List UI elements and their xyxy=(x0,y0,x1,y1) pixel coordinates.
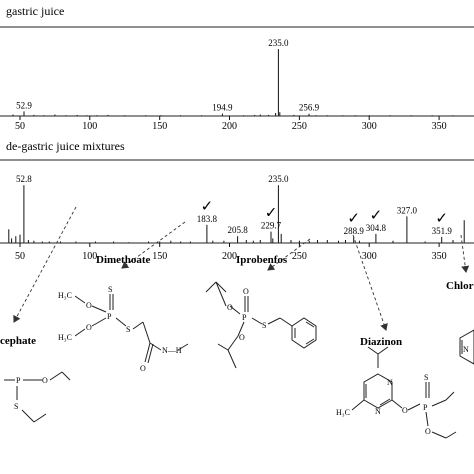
tick-label: 300 xyxy=(362,251,377,262)
checkmark-icon: ✓ xyxy=(265,206,278,222)
atom-label: P xyxy=(242,313,247,322)
arrow-chlorpyrifos xyxy=(460,234,470,273)
peak-label: 205.8 xyxy=(227,225,248,235)
atom-label: O xyxy=(239,333,245,342)
peak-label: 256.9 xyxy=(299,103,320,113)
checkmark-icon: ✓ xyxy=(347,211,360,227)
compound-name-dimethoate: Dimethoate xyxy=(96,254,150,266)
tick-label: 250 xyxy=(292,251,307,262)
tick-label: 350 xyxy=(432,251,447,262)
compound-name-diazinon: Diazinon xyxy=(360,336,402,348)
structure-chlorpyrifos xyxy=(459,329,474,365)
tick-label: 300 xyxy=(362,121,377,132)
spectrum2-peak-labels: 52.8 183.8 205.8 229.7 235.0 288.9 304.8… xyxy=(16,174,452,236)
tick-label: 200 xyxy=(222,251,237,262)
atom-label: N—H xyxy=(162,346,182,355)
peak-label: 229.7 xyxy=(261,221,282,231)
checkmark-icon: ✓ xyxy=(370,208,383,224)
tick-label: 100 xyxy=(82,121,97,132)
checkmark-icon: ✓ xyxy=(435,211,448,227)
spectrum1-tick-labels: 50 100 150 200 250 300 350 xyxy=(15,121,447,132)
atom-label: O xyxy=(86,301,92,310)
spectrum1-title: gastric juice xyxy=(6,4,64,18)
compound-name-iprobenfos: Iprobenfos xyxy=(236,254,288,266)
compound-name-chlorpyrifos: Chlor xyxy=(446,280,474,292)
tick-label: 100 xyxy=(82,251,97,262)
tick-label: 50 xyxy=(15,251,25,262)
spectrum1-peaks xyxy=(12,49,454,116)
spectrum2-tick-labels: 50 100 150 200 250 300 350 xyxy=(15,251,447,262)
spectrum2-checkmarks: ✓ ✓ ✓ ✓ ✓ xyxy=(201,199,448,227)
arrow-acephate xyxy=(13,206,77,323)
atom-label: S xyxy=(424,373,428,382)
tick-label: 150 xyxy=(152,121,167,132)
peak-label: 327.0 xyxy=(397,205,418,215)
tick-label: 150 xyxy=(152,251,167,262)
atom-label: O xyxy=(140,364,146,373)
atom-label: P xyxy=(423,403,428,412)
arrow-dimethoate xyxy=(121,221,186,269)
atom-label: O xyxy=(227,303,233,312)
atom-label: O xyxy=(86,323,92,332)
tick-label: 350 xyxy=(432,121,447,132)
atom-label: H₃C xyxy=(336,408,350,417)
atom-label: O xyxy=(402,406,408,415)
peak-label: 52.8 xyxy=(16,174,32,184)
structure-iprobenfos xyxy=(205,281,317,369)
peak-label: 52.9 xyxy=(16,100,32,110)
arrow-diazinon xyxy=(352,234,388,331)
atom-label: H₃C xyxy=(58,291,72,300)
spectrum2-title: de-gastric juice mixtures xyxy=(6,139,125,153)
spectrum2-ticks xyxy=(19,243,440,247)
structure-dimethoate xyxy=(74,294,189,364)
atom-label: S xyxy=(14,402,18,411)
atom-label: S xyxy=(126,325,130,334)
peak-label: 235.0 xyxy=(268,38,289,48)
atom-label: H₃C xyxy=(58,333,72,342)
atom-label: S xyxy=(108,285,112,294)
peak-label: 288.9 xyxy=(344,226,365,236)
atom-label: O xyxy=(42,376,48,385)
atom-label: P xyxy=(16,376,21,385)
compound-name-acephate: cephate xyxy=(0,335,36,347)
atom-label: N xyxy=(387,378,393,387)
peak-label: 304.8 xyxy=(366,223,387,233)
peak-compound-arrows xyxy=(13,206,470,331)
checkmark-icon: ✓ xyxy=(201,199,214,215)
structure-diazinon xyxy=(351,346,457,439)
spectrum1-peak-labels: 52.9 194.9 235.0 256.9 xyxy=(16,38,320,113)
atom-label: O xyxy=(425,427,431,436)
atom-label: N xyxy=(375,407,381,416)
atom-label: S xyxy=(262,321,266,330)
peak-label: 183.8 xyxy=(197,214,218,224)
peak-label: 351.9 xyxy=(432,226,453,236)
peak-label: 194.9 xyxy=(212,103,233,113)
atom-label: O xyxy=(243,287,249,296)
atom-label: P xyxy=(107,312,112,321)
tick-label: 250 xyxy=(292,121,307,132)
spectrum1-ticks xyxy=(19,116,440,120)
atom-label: N xyxy=(463,345,469,354)
tick-label: 200 xyxy=(222,121,237,132)
structure-acephate xyxy=(4,371,71,423)
peak-label: 235.0 xyxy=(268,174,289,184)
tick-label: 50 xyxy=(15,121,25,132)
